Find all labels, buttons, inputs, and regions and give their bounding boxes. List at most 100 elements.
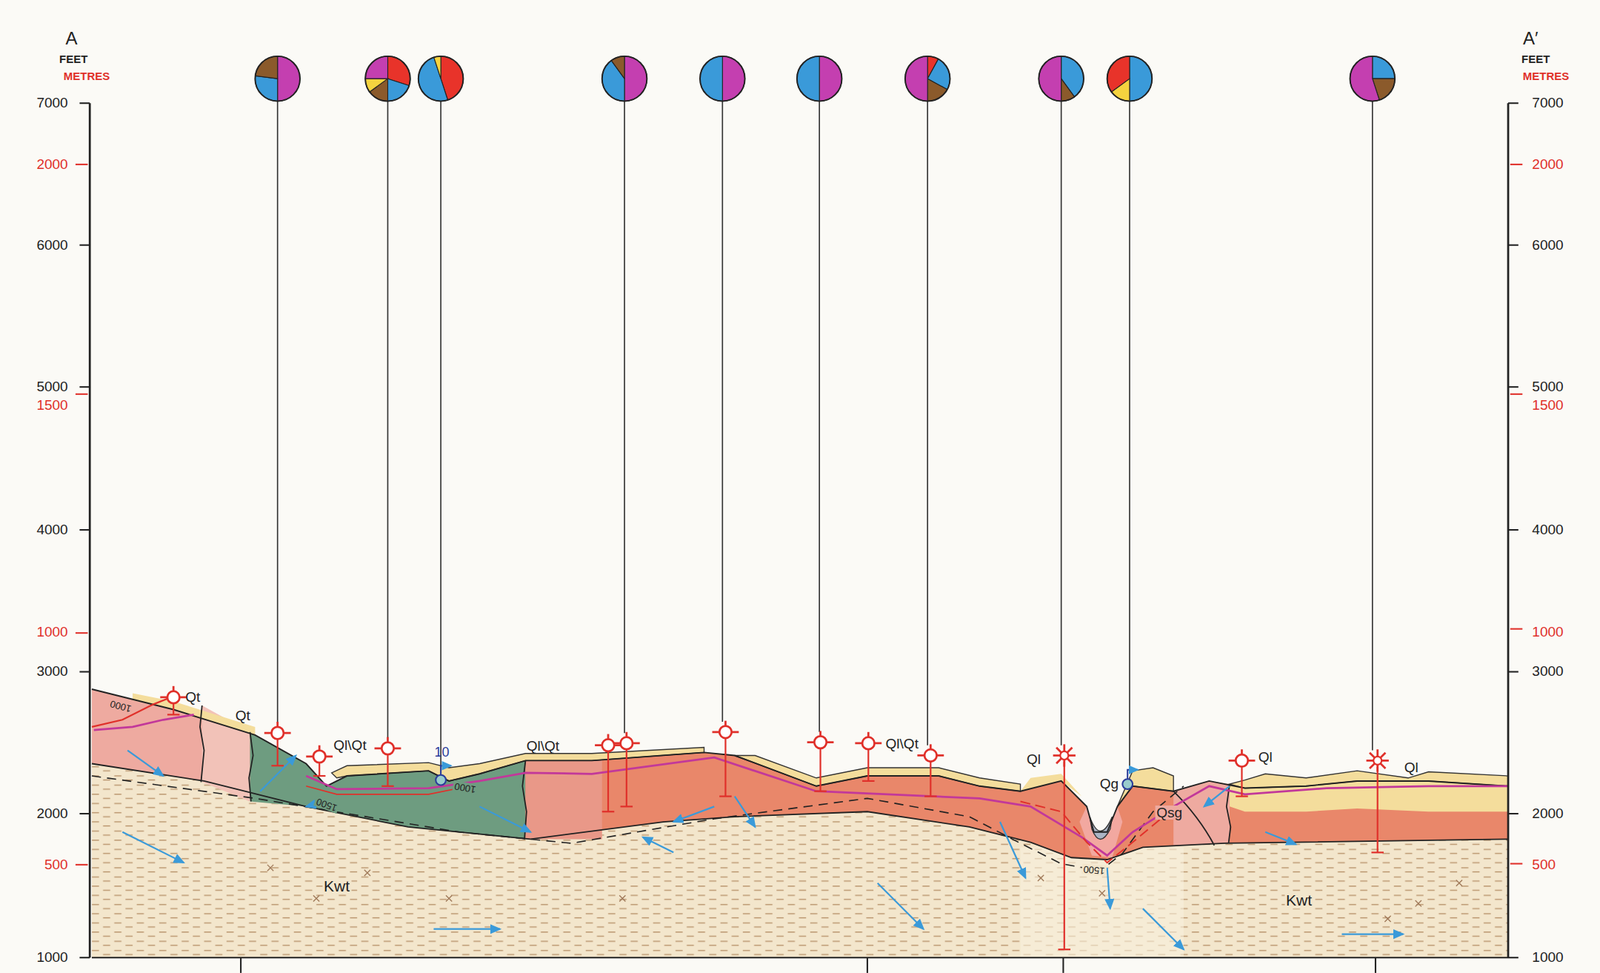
axis-label: 7000 (34, 95, 69, 111)
flow-arrow (642, 837, 674, 853)
axis-label: 4000 (34, 522, 69, 538)
well-symbol (167, 691, 180, 704)
axis-label: 4000 (1530, 522, 1565, 538)
axis-label: 5000 (1530, 379, 1565, 395)
flow-arrow (673, 805, 715, 822)
axis-label: 2000 (1530, 157, 1565, 172)
pie-slice (905, 56, 928, 102)
unit-label: Ql\Qt (331, 737, 368, 753)
unit-label: Kwt (322, 877, 352, 895)
axis-label: 500 (42, 857, 70, 872)
pie-slice (434, 56, 441, 79)
well-symbol (862, 737, 875, 750)
axis-label: FEET (1520, 53, 1552, 66)
axis-label: 1000 (34, 949, 69, 965)
flow-arrow (1341, 932, 1403, 935)
leader-line (1060, 100, 1063, 745)
axis-label: 6000 (1530, 237, 1565, 253)
flow-arrow (1204, 785, 1230, 807)
unit-label: Qg (1098, 776, 1120, 792)
axis-label: 2000 (34, 157, 69, 172)
well-bottom (313, 774, 326, 777)
pie-outline (1350, 56, 1396, 102)
well-symbol (271, 726, 284, 740)
leader-line (1371, 100, 1374, 750)
well-casing (929, 761, 932, 797)
well-symbol (1235, 754, 1249, 767)
flow-arrow (734, 796, 756, 827)
well-casing (1063, 761, 1066, 949)
well-bottom (924, 794, 938, 797)
axis-label: 6000 (34, 237, 69, 253)
well-casing (867, 748, 869, 781)
flow-arrow (260, 754, 296, 791)
well-casing (607, 751, 609, 812)
spring-symbol (1122, 778, 1133, 789)
leader-line (1128, 100, 1131, 771)
pie-slice (797, 56, 820, 102)
flow-arrow (127, 750, 163, 776)
axis-label: 1000 (1530, 624, 1565, 640)
flow-arrow (1142, 908, 1184, 949)
pie-outline (418, 56, 464, 102)
leader-line (623, 100, 626, 733)
pie-slice (624, 56, 647, 102)
axis-label: 1500 (34, 397, 69, 413)
well-casing (386, 754, 389, 786)
unit-label: Ql (1025, 751, 1043, 767)
pie-slice (1129, 56, 1152, 102)
well-symbol (924, 748, 938, 762)
rock-texture (1456, 880, 1463, 886)
well-casing (819, 748, 821, 792)
pie-outline (1107, 56, 1153, 102)
pie-slice (1107, 56, 1130, 92)
axis-label: 1000 (1530, 949, 1565, 965)
pie-outline (365, 56, 411, 102)
flow-arrow (1127, 769, 1138, 779)
flow-arrow (433, 928, 500, 930)
well-casing (724, 737, 726, 797)
flow-arrow (440, 765, 452, 775)
spring-symbol (1373, 756, 1382, 765)
axis-label: 5000 (34, 379, 69, 395)
well-bottom (602, 810, 615, 812)
well-casing (318, 762, 320, 776)
well-bottom (1058, 948, 1072, 950)
unit-label: 1500 (1081, 862, 1107, 875)
flow-arrow (1265, 831, 1296, 845)
pie-slice (927, 78, 948, 101)
well-bottom (381, 785, 395, 787)
leader-line (721, 100, 723, 722)
unit-label: Ql (1257, 749, 1275, 765)
pie-outline (602, 56, 648, 102)
pie-outline (700, 56, 746, 102)
well-symbol (719, 725, 732, 739)
well-casing (172, 702, 175, 715)
unit-label: Ql\Qt (525, 738, 561, 754)
well-symbol (620, 737, 634, 750)
axis-label: A (63, 29, 79, 49)
well-bottom (1235, 794, 1249, 797)
axis-label: FEET (57, 53, 89, 66)
spring-symbol (435, 774, 446, 786)
unit-label: Kwt (1284, 891, 1314, 909)
rock-texture (1415, 900, 1422, 906)
rock-texture (267, 864, 274, 871)
unit-label: Ql (1402, 760, 1420, 775)
well-symbol (313, 750, 326, 763)
well-bottom (271, 764, 284, 766)
rock-texture (1037, 874, 1044, 881)
pie-slice (277, 56, 300, 102)
pie-slice (1349, 56, 1380, 102)
well-bottom (167, 713, 180, 715)
axis-label: 3000 (34, 663, 69, 679)
well-bottom (620, 805, 634, 807)
well-symbol (602, 738, 615, 752)
unit-label: Ql\Qt (884, 736, 920, 752)
spring-symbol (1060, 751, 1069, 760)
well-casing (625, 748, 628, 806)
rock-texture (1099, 889, 1106, 896)
